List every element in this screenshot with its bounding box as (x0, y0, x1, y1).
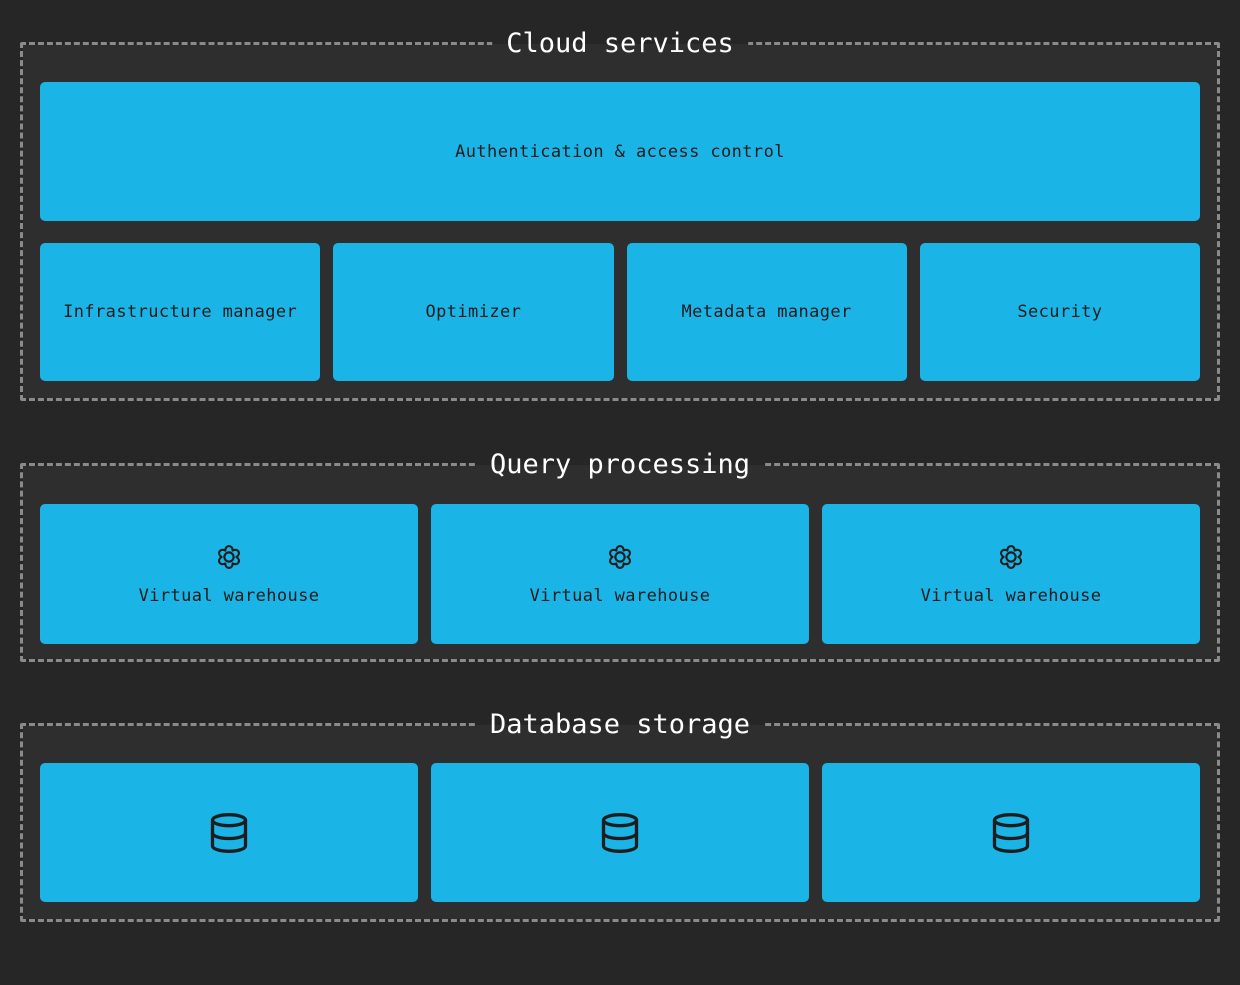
section-database-storage: Database storage (20, 707, 1220, 922)
auth-access-label: Authentication & access control (455, 141, 785, 162)
metadata-manager-label: Metadata manager (681, 302, 852, 322)
cloud-services-title: Cloud services (492, 26, 748, 61)
section-cloud-services: Cloud services Authentication & access c… (20, 26, 1220, 401)
virtual-warehouse-label: Virtual warehouse (920, 585, 1102, 606)
virtual-warehouse-label: Virtual warehouse (138, 585, 320, 606)
query-processing-title: Query processing (475, 447, 765, 482)
security-box: Security (919, 243, 1200, 381)
database-box (40, 763, 418, 902)
database-storage-title: Database storage (475, 707, 765, 742)
diagram-root: Cloud services Authentication & access c… (0, 26, 1240, 922)
virtual-warehouse-label: Virtual warehouse (529, 585, 711, 606)
database-icon (989, 806, 1033, 860)
metadata-manager-box: Metadata manager (626, 243, 907, 381)
database-storage-row (40, 763, 1200, 902)
gear-icon (606, 543, 634, 571)
security-label: Security (1017, 302, 1103, 322)
virtual-warehouse-box: Virtual warehouse (40, 504, 418, 644)
database-icon (207, 806, 251, 860)
database-icon (598, 806, 642, 860)
virtual-warehouse-box: Virtual warehouse (822, 504, 1200, 644)
database-box (431, 763, 809, 902)
section-query-processing: Query processing Virtual warehouse (20, 447, 1220, 662)
cloud-services-row: Infrastructure manager Optimizer Metadat… (40, 243, 1200, 381)
optimizer-box: Optimizer (333, 243, 614, 381)
virtual-warehouse-box: Virtual warehouse (431, 504, 809, 644)
query-processing-row: Virtual warehouse Virtual warehouse (40, 504, 1200, 644)
infrastructure-manager-label: Infrastructure manager (63, 302, 298, 322)
gear-icon (997, 543, 1025, 571)
auth-access-box: Authentication & access control (40, 82, 1200, 221)
optimizer-label: Optimizer (425, 302, 522, 322)
infrastructure-manager-box: Infrastructure manager (40, 243, 321, 381)
gear-icon (215, 543, 243, 571)
database-box (822, 763, 1200, 902)
